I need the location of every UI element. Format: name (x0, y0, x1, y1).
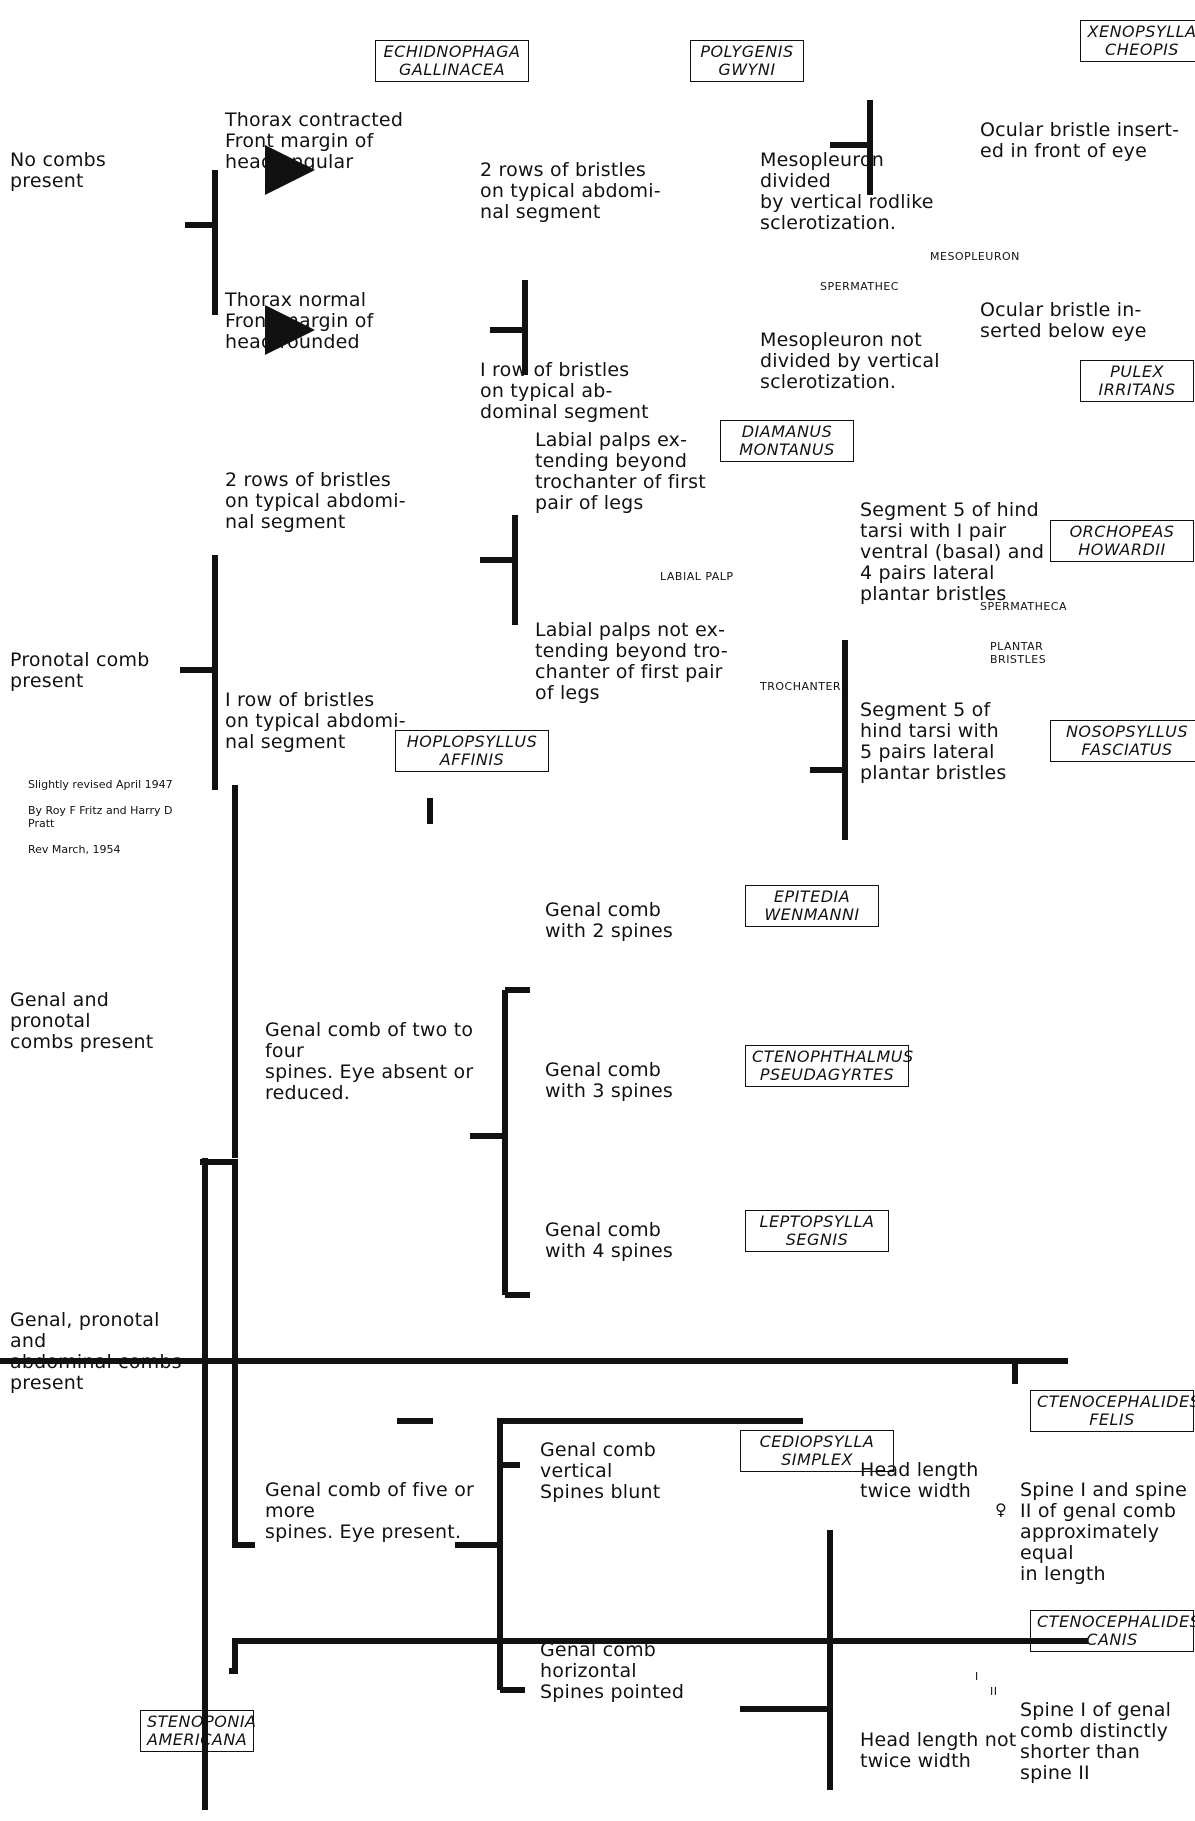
plantar-label: PLANTAR BRISTLES (990, 640, 1046, 666)
species-hoplopsyllus: HOPLOPSYLLUS AFFINIS (395, 730, 549, 772)
vertical-text: Genal comb vertical Spines blunt (540, 1440, 700, 1503)
pronotal-two-rows-text: 2 rows of bristles on typical abdomi- na… (225, 470, 425, 533)
thorax-contracted-text: Thorax contracted Front margin of head a… (225, 110, 425, 173)
female-symbol: ♀ (995, 1500, 1007, 1519)
branch-pronotal (180, 555, 215, 790)
trochanter-label: TROCHANTER (760, 680, 841, 693)
species-diamanus: DIAMANUS MONTANUS (720, 420, 854, 462)
roman-two-label: II (990, 1685, 998, 1698)
palps-ext-text: Labial palps ex- tending beyond trochant… (535, 430, 735, 514)
species-nosopsyllus: NOSOPSYLLUS FASCIATUS (1050, 720, 1195, 762)
spermatheca-label: SPERMATHECA (980, 600, 1067, 613)
species-orchopeas: ORCHOPEAS HOWARDII (1050, 520, 1194, 562)
species-ctenophthalmus: CTENOPHTHALMUS PSEUDAGYRTES (745, 1045, 909, 1087)
no-combs-text: No combs present (10, 150, 170, 192)
credit-line-3: Rev March, 1954 (28, 843, 188, 856)
felis-text: Spine I and spine II of genal comb appro… (1020, 1480, 1190, 1585)
no-combs-two-rows-text: 2 rows of bristles on typical abdomi- na… (480, 160, 690, 223)
meso-not-text: Mesopleuron not divided by vertical scle… (760, 330, 960, 393)
species-felis: CTENOCEPHALIDES FELIS (1030, 1390, 1194, 1432)
roman-one-label: I (975, 1670, 979, 1683)
species-pulex: PULEX IRRITANS (1080, 360, 1194, 402)
species-xenopsylla: XENOPSYLLA CHEOPIS (1080, 20, 1195, 62)
head-not-twice-text: Head length not twice width (860, 1730, 1030, 1772)
genal-pronotal-text: Genal and pronotal combs present (10, 990, 190, 1053)
species-polygenis: POLYGENIS GWYNI (690, 40, 804, 82)
pronotal-text: Pronotal comb present (10, 650, 180, 692)
credit-line-1: Slightly revised April 1947 (28, 778, 188, 791)
four-spines-text: Genal comb with 4 spines (545, 1220, 705, 1262)
credits-block: Slightly revised April 1947 By Roy F Fri… (28, 765, 188, 869)
two-spines-text: Genal comb with 2 spines (545, 900, 705, 942)
species-leptopsylla: LEPTOPSYLLA SEGNIS (745, 1210, 889, 1252)
labial-palp-label: LABIAL PALP (660, 570, 734, 583)
palps-not-text: Labial palps not ex- tending beyond tro-… (535, 620, 735, 704)
canis-text: Spine I of genal comb distinctly shorter… (1020, 1700, 1190, 1784)
three-spines-text: Genal comb with 3 spines (545, 1060, 705, 1102)
species-canis: CTENOCEPHALIDES CANIS (1030, 1610, 1194, 1652)
species-epitedia: EPITEDIA WENMANNI (745, 885, 879, 927)
trunk-main (205, 785, 235, 1810)
branch-head-length (740, 1530, 830, 1790)
branch-labial-split (810, 640, 845, 840)
species-echidnophaga: ECHIDNOPHAGA GALLINACEA (375, 40, 529, 82)
five-or-more-text: Genal comb of five or more spines. Eye p… (265, 1480, 495, 1543)
pulex-text: Ocular bristle in- serted below eye (980, 300, 1180, 342)
thorax-normal-text: Thorax normal Front margin of head round… (225, 290, 425, 353)
branch-pronotal-split (480, 515, 515, 625)
xeno-text: Ocular bristle insert- ed in front of ey… (980, 120, 1190, 162)
two-to-four-text: Genal comb of two to four spines. Eye ab… (265, 1020, 495, 1104)
spermathec-label: SPERMATHEC (820, 280, 899, 293)
credit-line-2: By Roy F Fritz and Harry D Pratt (28, 804, 188, 830)
branch-no-combs (185, 170, 215, 315)
meso-div-text: Mesopleuron divided by vertical rodlike … (760, 150, 960, 234)
seg5b-text: Segment 5 of hind tarsi with I pair vent… (860, 500, 1060, 605)
seg5a-text: Segment 5 of hind tarsi with 5 pairs lat… (860, 700, 1060, 784)
root-text: Genal, pronotal and abdominal combs pres… (10, 1310, 200, 1394)
mesopleuron-label: MESOPLEURON (930, 250, 1020, 263)
horizontal-text: Genal comb horizontal Spines pointed (540, 1640, 700, 1703)
no-combs-one-row-text: I row of bristles on typical ab- dominal… (480, 360, 690, 423)
species-stenoponia: STENOPONIA AMERICANA (140, 1710, 254, 1752)
trunk-genal (200, 1162, 255, 1545)
head-twice-text: Head length twice width (860, 1460, 1030, 1502)
